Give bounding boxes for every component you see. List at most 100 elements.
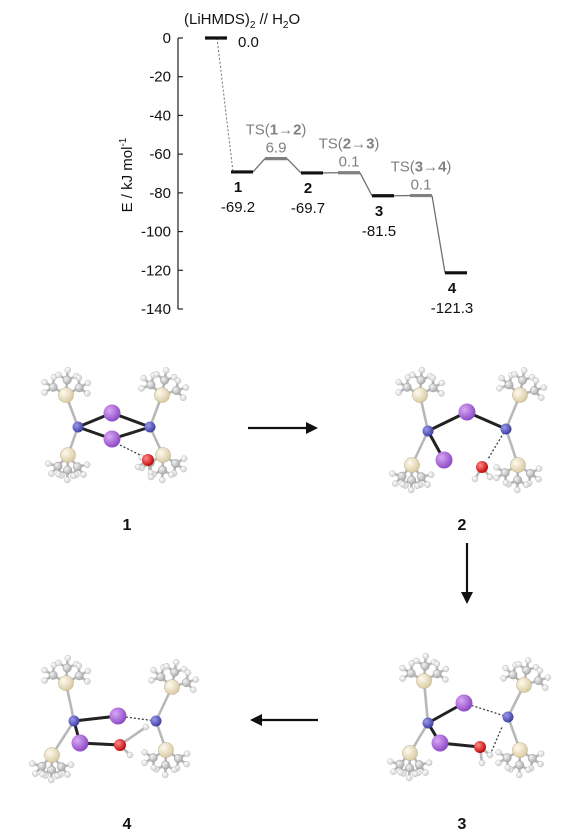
atom-carbon <box>416 472 426 482</box>
level-value-2: -69.7 <box>291 200 325 217</box>
atom-hydrogen <box>422 769 429 776</box>
atom-hydrogen <box>502 664 509 672</box>
atom-hydrogen <box>523 481 530 489</box>
atom-carbon <box>62 375 72 385</box>
atom-carbon <box>525 469 535 478</box>
atom-hydrogen <box>399 664 406 672</box>
level-value-ts34: 0.1 <box>411 177 432 194</box>
atom-hydrogen <box>442 676 449 683</box>
atom-hydrogen <box>395 378 402 386</box>
atom-silicon <box>412 387 428 403</box>
atom-hydrogen <box>148 677 155 684</box>
atom-carbon <box>529 386 539 396</box>
atom-nitrogen <box>422 717 434 729</box>
atom-hydrogen <box>163 662 170 670</box>
atom-carbon <box>72 462 82 472</box>
atom-hydrogen <box>504 764 512 771</box>
atom-carbon <box>48 382 58 392</box>
atom-hydrogen <box>41 378 48 386</box>
atom-nitrogen <box>502 711 514 723</box>
atom-nitrogen <box>68 715 80 727</box>
level-name-2: 2 <box>304 180 312 197</box>
diagram-top-label: (LiHMDS)2 // H2O <box>184 11 300 31</box>
atom-oxygen <box>114 739 126 751</box>
atom-carbon <box>508 670 518 680</box>
atom-lithium <box>431 734 449 752</box>
atom-hydrogen <box>41 389 48 396</box>
atom-hydrogen <box>41 677 48 684</box>
atom-hydrogen <box>147 473 155 481</box>
atom-lithium <box>455 694 473 712</box>
atom-hydrogen <box>486 473 494 481</box>
y-tick-label: -100 <box>141 224 171 241</box>
y-tick-label: -60 <box>149 146 171 163</box>
atom-hydrogen <box>524 657 532 664</box>
atom-silicon <box>58 387 74 403</box>
connector-dotted <box>216 37 234 173</box>
atom-carbon <box>173 754 183 763</box>
atom-hydrogen <box>515 660 522 668</box>
atom-lithium <box>71 734 89 752</box>
atom-carbon <box>53 461 63 471</box>
atom-carbon <box>406 668 416 678</box>
y-tick-label: 0 <box>163 30 171 47</box>
atom-hydrogen <box>438 390 445 397</box>
arrow-1-to-2-head <box>306 422 318 434</box>
atom-hydrogen <box>537 750 545 757</box>
arrow-3-to-4-head <box>250 714 262 726</box>
atom-hydrogen <box>39 771 46 778</box>
atom-lithium <box>103 430 121 448</box>
atom-hydrogen <box>159 476 166 484</box>
atom-carbon <box>146 380 156 390</box>
atom-hydrogen <box>153 370 160 378</box>
atom-carbon <box>397 471 407 481</box>
atom-carbon <box>395 759 405 769</box>
level-value-ts12: 6.9 <box>266 140 287 157</box>
atom-hydrogen <box>192 676 200 683</box>
atom-carbon <box>432 669 442 679</box>
atom-carbon <box>533 676 543 686</box>
level-name-ts34: TS(3→4) <box>391 159 452 176</box>
atom-hydrogen <box>537 760 544 768</box>
level-name-ts23: TS(2→3) <box>319 136 380 153</box>
atom-carbon <box>63 465 73 475</box>
atom-hydrogen <box>41 666 48 674</box>
atom-oxygen <box>476 461 488 473</box>
atom-carbon <box>407 475 417 485</box>
atom-hydrogen <box>535 465 543 472</box>
y-axis-label: E / kJ mol-1 <box>118 137 136 212</box>
atom-carbon <box>420 661 430 671</box>
bond-interaction <box>489 726 503 756</box>
atom-hydrogen <box>496 385 503 392</box>
atom-hydrogen <box>392 480 399 487</box>
y-tick-label: -40 <box>149 107 171 124</box>
atom-silicon <box>404 457 420 473</box>
atom-carbon <box>522 665 531 675</box>
atom-hydrogen <box>409 371 416 379</box>
structure-label-1: 1 <box>123 517 132 534</box>
level-value-start: 0.0 <box>238 34 259 51</box>
atom-carbon <box>170 459 180 468</box>
atom-hydrogen <box>511 370 518 378</box>
atom-carbon <box>500 468 510 478</box>
atom-hydrogen <box>45 460 52 467</box>
level-value-4: -121.3 <box>431 300 474 317</box>
atom-hydrogen <box>134 463 142 471</box>
atom-nitrogen <box>500 423 512 435</box>
atom-lithium <box>109 707 127 725</box>
atom-hydrogen <box>406 774 413 782</box>
atom-silicon <box>58 675 74 691</box>
atom-hydrogen <box>395 389 402 396</box>
atom-carbon <box>402 382 412 392</box>
atom-carbon <box>527 754 537 763</box>
atom-hydrogen <box>538 394 545 401</box>
atom-hydrogen <box>493 464 500 471</box>
atom-hydrogen <box>500 675 507 682</box>
atom-hydrogen <box>55 659 62 667</box>
y-axis: 0-20-40-60-80-100-120-140 <box>141 30 183 318</box>
bond-interaction <box>119 444 145 458</box>
level-value-ts23: 0.1 <box>339 154 360 171</box>
structure-label-2: 2 <box>458 517 467 534</box>
atom-hydrogen <box>174 377 182 384</box>
atom-hydrogen <box>183 750 191 757</box>
